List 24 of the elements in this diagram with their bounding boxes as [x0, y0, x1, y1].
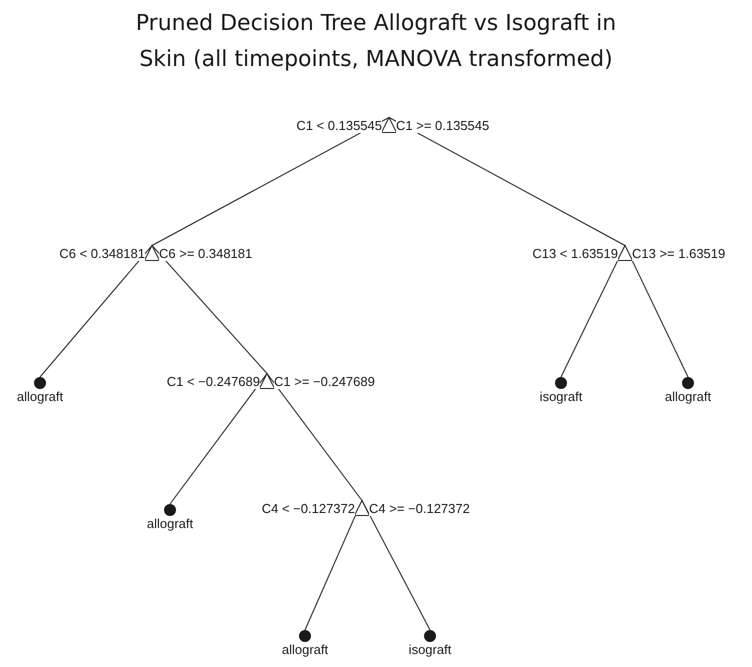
split-triangle — [259, 373, 275, 389]
leaf-dot — [34, 377, 46, 389]
branch-line — [152, 117, 390, 246]
branch-line — [152, 245, 268, 374]
branch-line — [170, 373, 268, 504]
branch-line — [40, 245, 152, 378]
leaf-dot — [299, 630, 311, 642]
split-triangle — [354, 500, 370, 516]
split-triangle — [381, 117, 397, 133]
class-label: isograft — [540, 389, 582, 404]
class-label: allograft — [16, 389, 64, 404]
title: Pruned Decision Tree Allograft vs Isograft in Skin (all timepoints, MANOVA transformed) — [134, 10, 618, 74]
class-label: allograft — [146, 516, 194, 531]
split-triangle — [617, 245, 633, 261]
leaf-dot — [424, 630, 436, 642]
branch-line — [388, 117, 626, 246]
class-label: allograft — [282, 642, 328, 657]
class-label: isograft — [408, 642, 452, 657]
leaf-dot — [164, 504, 176, 516]
leaf-dot — [682, 377, 694, 389]
leaf-dot — [555, 377, 567, 389]
class-label: allograft — [664, 389, 712, 404]
branch-line — [266, 373, 362, 501]
split-triangle — [144, 245, 160, 261]
